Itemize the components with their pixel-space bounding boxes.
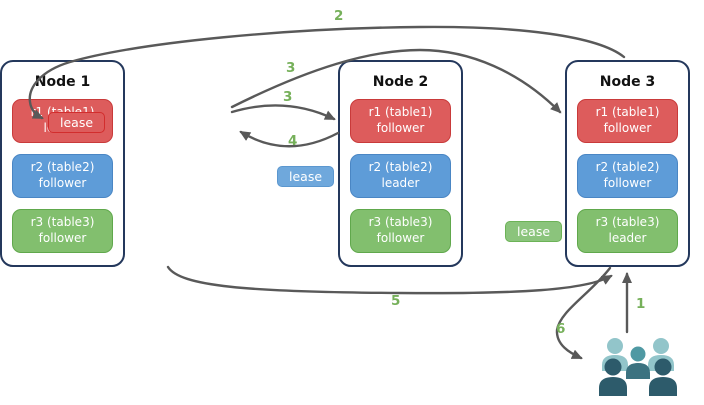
replica-name: r2 (table2) xyxy=(595,160,660,175)
replica-role: follower xyxy=(376,121,425,135)
step-label-6: 6 xyxy=(556,321,566,337)
step-label-2: 2 xyxy=(334,8,344,24)
replica-name: r1 (table1) xyxy=(595,105,660,120)
node-3-replica-r3: r3 (table3) leader xyxy=(577,209,678,253)
replica-role: follower xyxy=(376,231,425,245)
node-2-replica-r3: r3 (table3) follower xyxy=(350,209,451,253)
users-icon xyxy=(599,338,677,396)
step-label-1: 1 xyxy=(636,296,646,312)
node-2-replica-r1: r1 (table1) follower xyxy=(350,99,451,143)
arrow-step-5 xyxy=(166,265,613,295)
replica-role: leader xyxy=(381,176,420,190)
replica-role: leader xyxy=(608,231,647,245)
node-2-box: Node 2 r1 (table1) follower r2 (table2) … xyxy=(338,60,463,267)
replica-role: follower xyxy=(38,231,87,245)
step-label-3-bottom: 3 xyxy=(283,89,293,105)
replica-role: follower xyxy=(603,176,652,190)
replica-role: follower xyxy=(38,176,87,190)
node-3-box: Node 3 r1 (table1) follower r2 (table2) … xyxy=(565,60,690,267)
replica-name: r2 (table2) xyxy=(368,160,433,175)
arrow-step-3-to-node2 xyxy=(230,104,336,121)
node-1-replica-r2: r2 (table2) follower xyxy=(12,154,113,198)
replica-name: r2 (table2) xyxy=(30,160,95,175)
lease-badge-green: lease xyxy=(505,221,563,242)
node-3-title: Node 3 xyxy=(599,74,656,90)
replica-name: r3 (table3) xyxy=(595,215,660,230)
lease-badge-blue: lease xyxy=(277,166,335,187)
replica-role: follower xyxy=(603,121,652,135)
node-1-replica-r3: r3 (table3) follower xyxy=(12,209,113,253)
step-label-4: 4 xyxy=(288,133,298,149)
node-3-replica-r1: r1 (table1) follower xyxy=(577,99,678,143)
replica-name: r1 (table1) xyxy=(368,105,433,120)
node-1-box: Node 1 r1 (table1) leader r2 (table2) fo… xyxy=(0,60,125,267)
node-1-title: Node 1 xyxy=(34,74,91,90)
lease-badge-red: lease xyxy=(48,112,106,133)
step-label-5: 5 xyxy=(391,293,401,309)
node-2-title: Node 2 xyxy=(372,74,429,90)
node-2-replica-r2: r2 (table2) leader xyxy=(350,154,451,198)
replica-name: r3 (table3) xyxy=(30,215,95,230)
step-label-3-top: 3 xyxy=(286,60,296,76)
node-3-replica-r2: r2 (table2) follower xyxy=(577,154,678,198)
replica-name: r3 (table3) xyxy=(368,215,433,230)
